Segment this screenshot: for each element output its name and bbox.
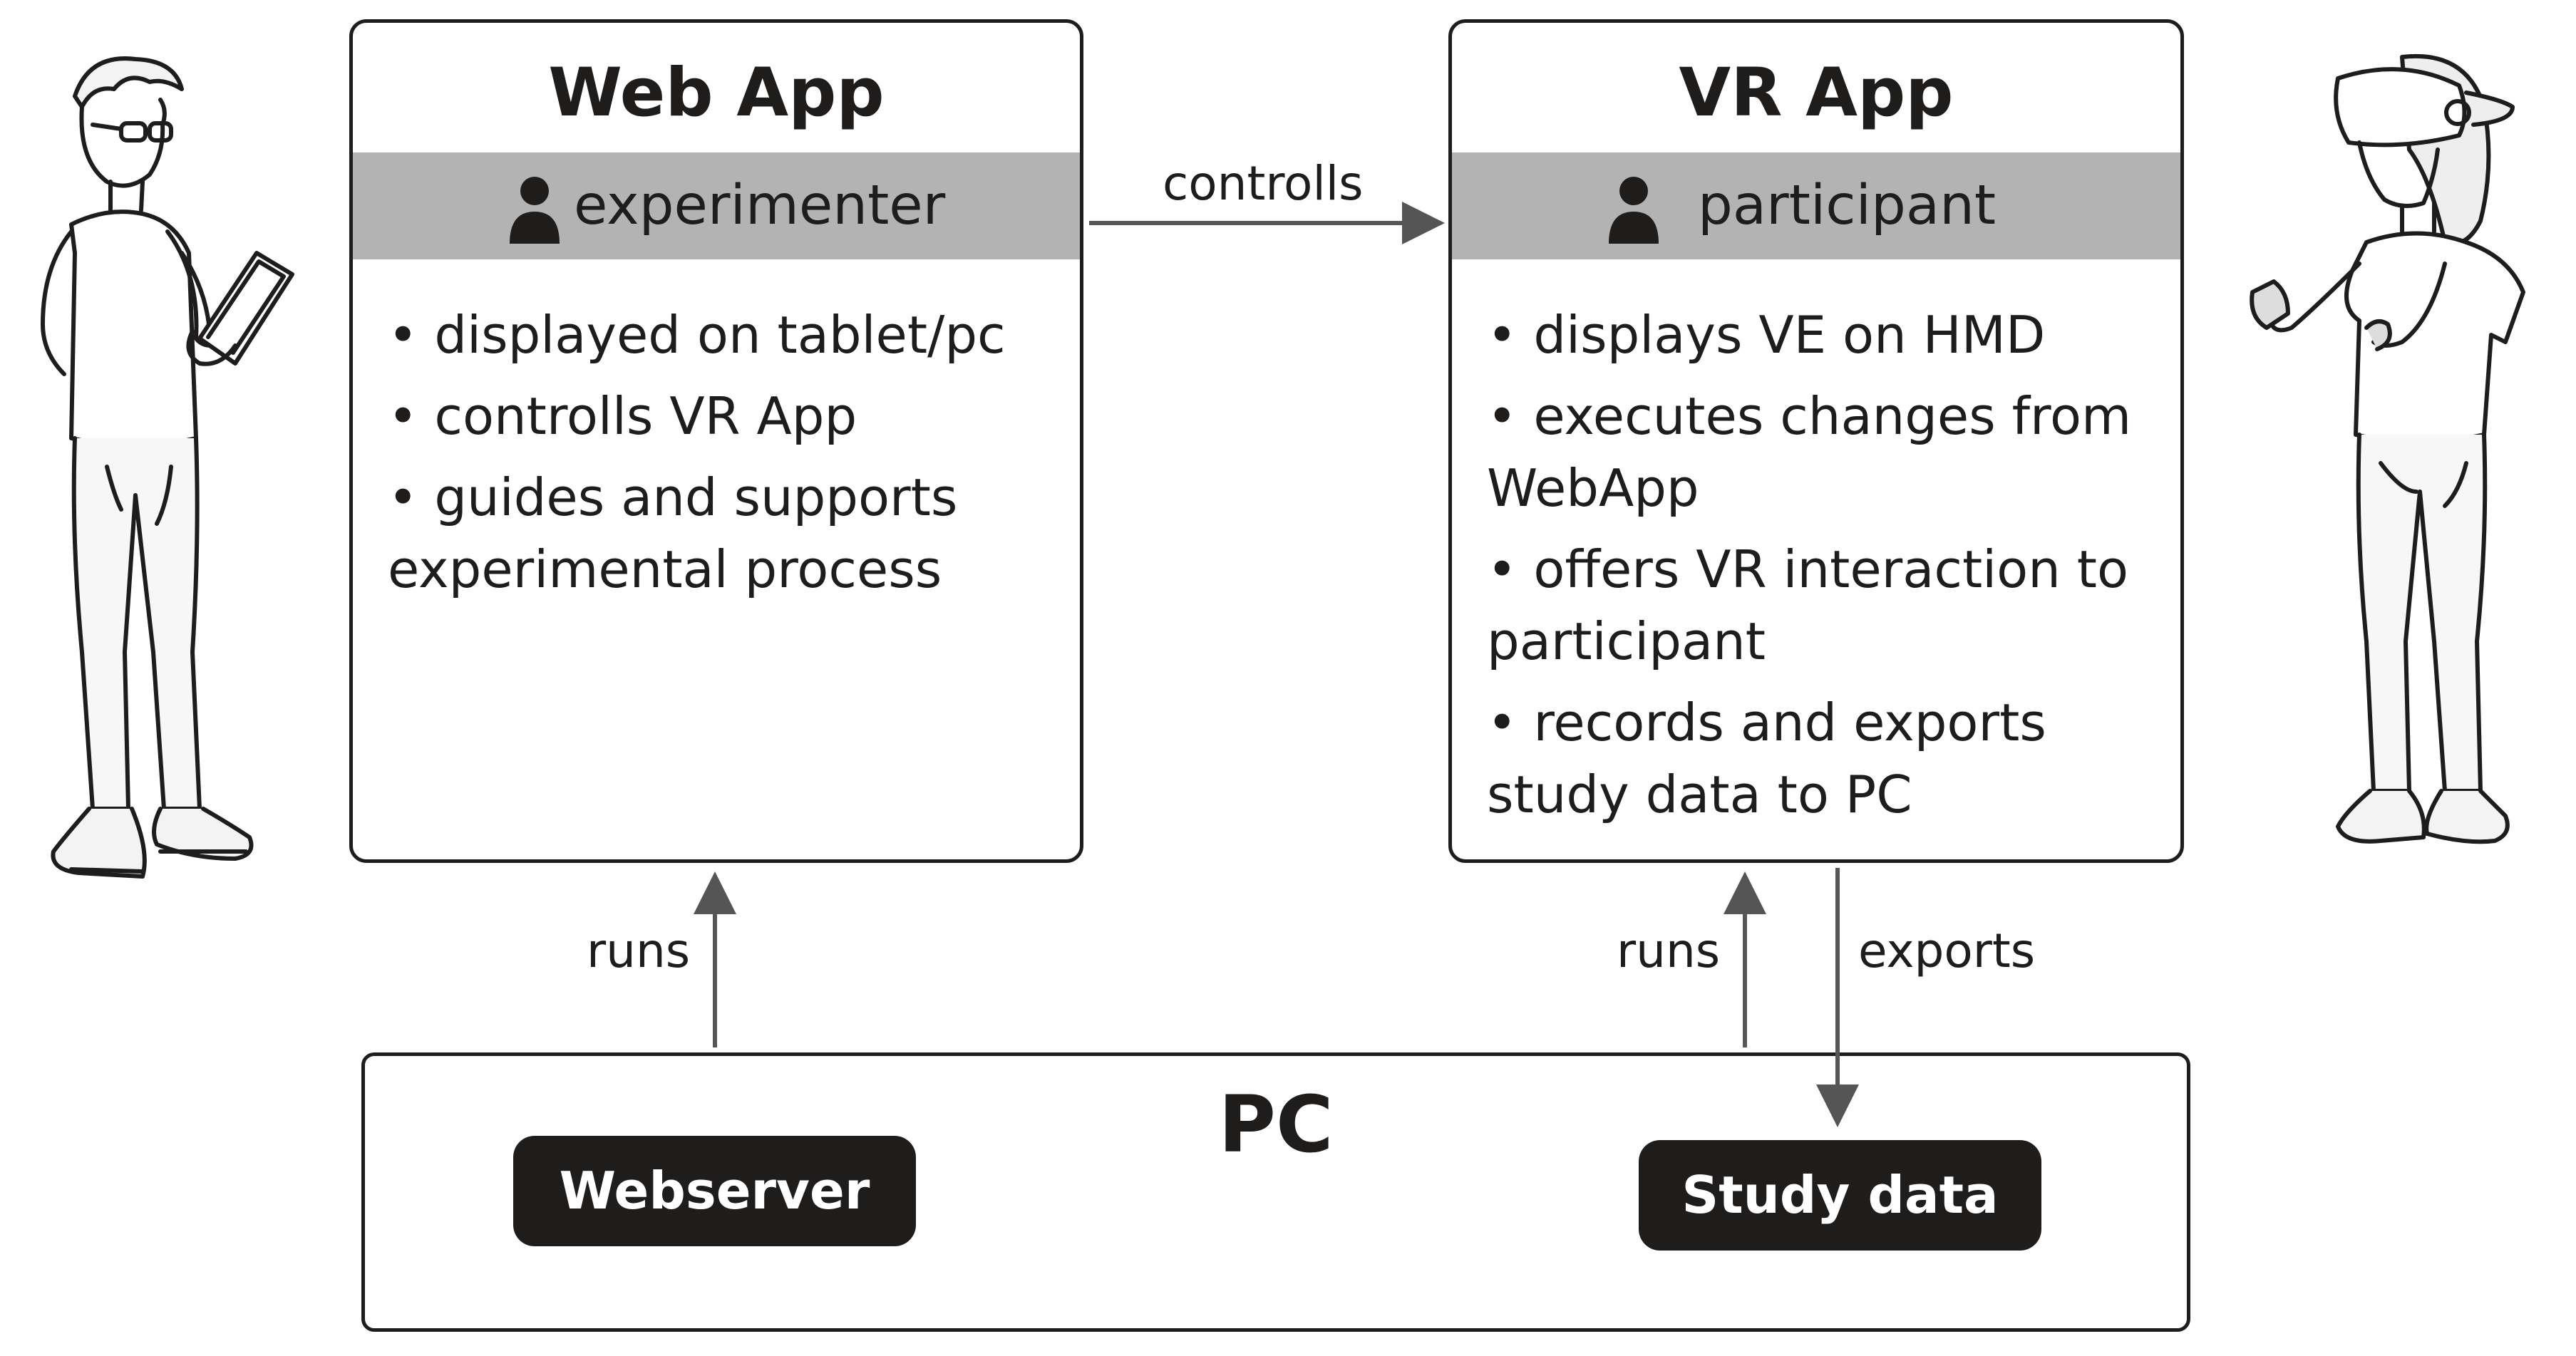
web-app-title: Web App bbox=[548, 54, 885, 132]
experimenter-role-band: experimenter bbox=[353, 152, 1080, 259]
participant-label: participant bbox=[1698, 174, 1997, 237]
controls-label: controlls bbox=[1163, 156, 1364, 211]
vr-app-title: VR App bbox=[1679, 54, 1954, 132]
exports-label: exports bbox=[1858, 923, 2036, 978]
vr-app-bullet-1: • displays VE on HMD bbox=[1487, 305, 2046, 365]
study-data-box: Study data bbox=[1639, 1140, 2041, 1251]
webserver-box: Webserver bbox=[513, 1136, 916, 1246]
experimenter-label: experimenter bbox=[574, 174, 946, 237]
participant-illustration bbox=[2250, 53, 2525, 844]
runs-vr-label: runs bbox=[1617, 923, 1721, 978]
web-app-bullet-list: • displayed on tablet/pc • controlls VR … bbox=[388, 299, 1058, 615]
vr-app-bullet-list: • displays VE on HMD • executes changes … bbox=[1487, 299, 2159, 840]
pc-title: PC bbox=[1218, 1079, 1334, 1170]
web-app-bullet-3: • guides and supports experimental proce… bbox=[388, 467, 958, 599]
runs-web-label: runs bbox=[587, 923, 691, 978]
vr-app-bullet-2: • executes changes from WebApp bbox=[1487, 386, 2132, 518]
participant-role-band: participant bbox=[1452, 152, 2180, 259]
experimenter-illustration bbox=[41, 56, 294, 879]
vr-app-bullet-4: • records and exports study data to PC bbox=[1487, 693, 2046, 824]
vr-app-bullet-3: • offers VR interaction to participant bbox=[1487, 539, 2129, 671]
web-app-bullet-2: • controlls VR App bbox=[388, 386, 857, 446]
web-app-panel: Web App experimenter • displayed on tabl… bbox=[349, 19, 1083, 863]
web-app-bullet-1: • displayed on tablet/pc bbox=[388, 305, 1006, 365]
pc-panel: PC Webserver Study data bbox=[361, 1052, 2190, 1332]
person-icon bbox=[510, 177, 560, 244]
vr-app-panel: VR App participant • displays VE on HMD … bbox=[1448, 19, 2184, 863]
person-icon bbox=[1609, 177, 1659, 244]
